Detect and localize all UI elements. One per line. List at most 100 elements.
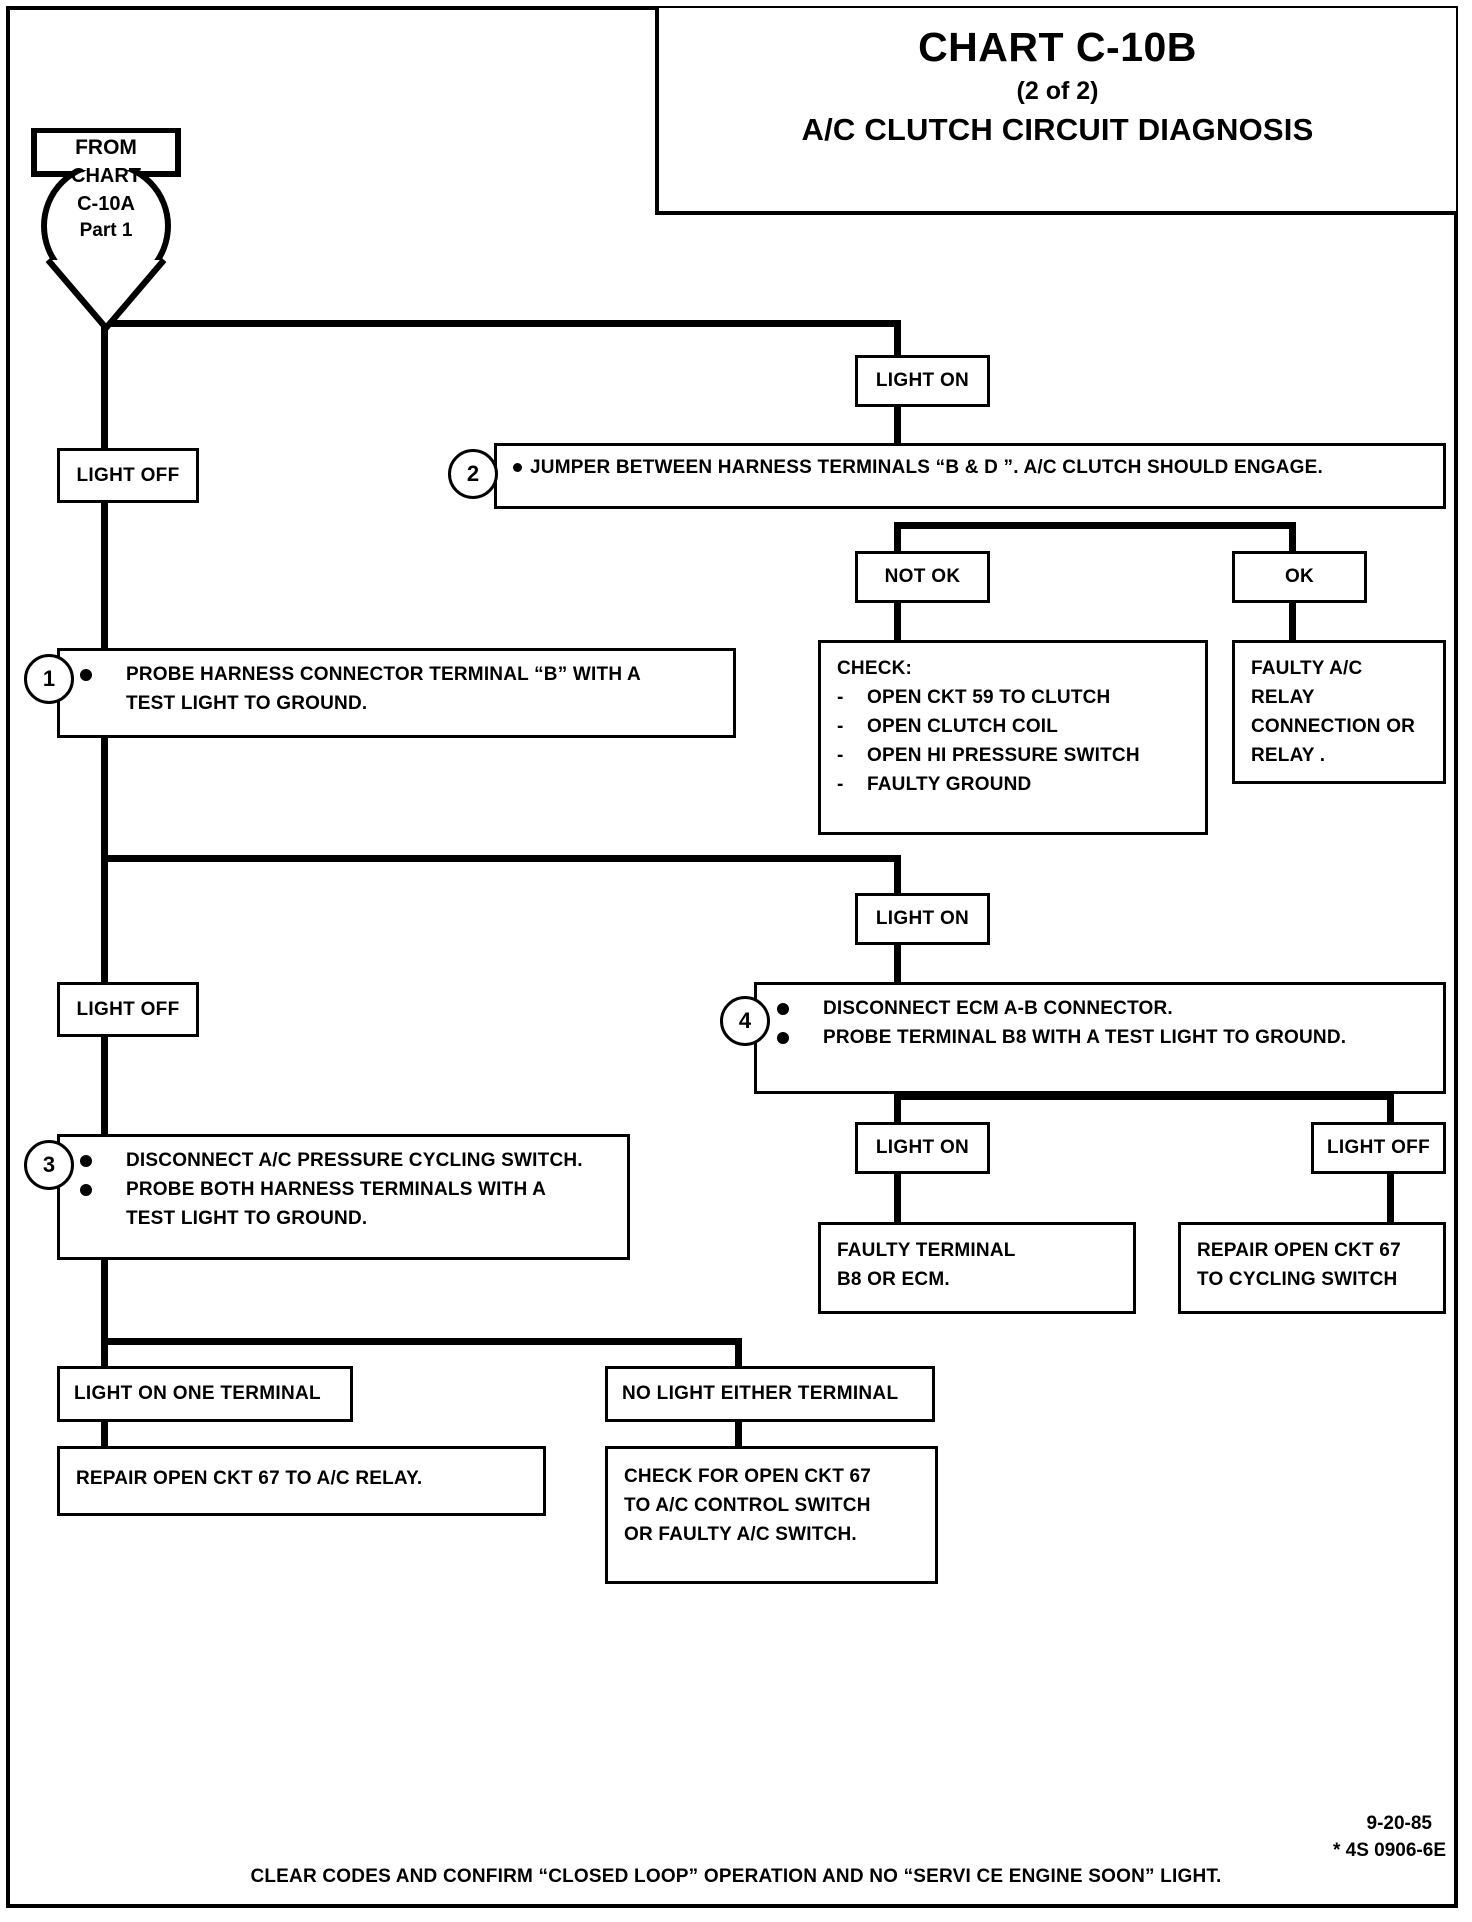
check-ckt67-box[interactable]: CHECK FOR OPEN CKT 67 TO A/C CONTROL SWI… — [605, 1446, 938, 1584]
footer-code: * 4S 0906-6E — [1332, 1840, 1446, 1861]
check-item-2: OPEN CLUTCH COIL — [867, 715, 1059, 737]
node-not-ok-label: NOT OK — [884, 566, 961, 587]
dash-icon: - — [837, 715, 844, 737]
connector-step3-branch — [101, 1338, 741, 1345]
step-2-number-label: 2 — [466, 461, 480, 486]
dash-icon: - — [837, 744, 844, 766]
step-2-number: 2 — [448, 449, 498, 499]
bullet-icon — [80, 1155, 92, 1167]
connector-not-ok-to-check — [894, 600, 901, 640]
step-4-line-1: DISCONNECT ECM A-B CONNECTOR. — [823, 998, 1173, 1019]
step-1-line-1: PROBE HARNESS CONNECTOR TERMINAL “B” WIT… — [126, 664, 641, 685]
faulty-terminal-line-1: FAULTY TERMINAL — [837, 1240, 1016, 1261]
dash-icon: - — [837, 773, 844, 795]
check-item-row: - OPEN HI PRESSURE SWITCH — [837, 742, 1191, 771]
connector-main-vertical — [101, 318, 108, 1338]
check-item-row: - FAULTY GROUND — [837, 771, 1191, 800]
connector-no-light-to-check — [735, 1420, 742, 1448]
bullet-icon — [80, 1183, 92, 1196]
step-2-instruction-box[interactable]: JUMPER BETWEEN HARNESS TERMINALS “B & D … — [494, 443, 1446, 509]
connector-step3-to-light-on-one — [101, 1338, 108, 1368]
step-3-line-1: DISCONNECT A/C PRESSURE CYCLING SWITCH. — [126, 1150, 583, 1171]
node-light-off-3[interactable]: LIGHT OFF — [1311, 1122, 1446, 1174]
step-1-line-2: TEST LIGHT TO GROUND. — [126, 692, 368, 714]
check-item-row: - OPEN CLUTCH COIL — [837, 713, 1191, 742]
connector-light-on-3-to-faulty-terminal — [894, 1172, 901, 1224]
step-2-instruction-text: JUMPER BETWEEN HARNESS TERMINALS “B & D … — [530, 457, 1323, 478]
node-no-light-either-terminal[interactable]: NO LIGHT EITHER TERMINAL — [605, 1366, 935, 1422]
step-4-bullet-row: DISCONNECT ECM A-B CONNECTOR. — [773, 995, 1429, 1024]
connector-light-on-one-to-repair — [101, 1420, 108, 1448]
relay-line-3: RELAY . — [1251, 744, 1326, 766]
node-light-on-1[interactable]: LIGHT ON — [855, 355, 990, 407]
connector-step3-to-no-light — [735, 1338, 742, 1368]
footer-note: CLEAR CODES AND CONFIRM “CLOSED LOOP” OP… — [250, 1866, 1222, 1887]
node-light-off-2-label: LIGHT OFF — [76, 998, 180, 1020]
faulty-relay-box[interactable]: FAULTY A/C RELAY CONNECTION OR RELAY . — [1232, 640, 1446, 784]
connector-light-off-3-to-repair — [1387, 1172, 1394, 1224]
relay-line-2: CONNECTION OR — [1251, 715, 1416, 737]
connector-step2-to-ok — [1289, 522, 1296, 552]
connector-to-light-on-2 — [894, 855, 901, 895]
node-light-on-1-label: LIGHT ON — [875, 370, 970, 391]
node-light-on-3-label: LIGHT ON — [875, 1137, 970, 1158]
title-block: CHART C-10B (2 of 2) A/C CLUTCH CIRCUIT … — [655, 8, 1456, 215]
connector-step4-branch — [894, 1093, 1394, 1100]
step-4-number: 4 — [720, 996, 770, 1046]
faulty-terminal-line-2: B8 OR ECM. — [837, 1268, 950, 1290]
node-light-on-2-label: LIGHT ON — [875, 908, 970, 929]
node-not-ok[interactable]: NOT OK — [855, 551, 990, 603]
connector-light-on-2-to-step4 — [894, 942, 901, 982]
dash-icon: - — [837, 686, 844, 708]
connector-step2-to-not-ok — [894, 522, 901, 552]
repair-relay-line-1: REPAIR OPEN CKT 67 TO A/C RELAY. — [76, 1468, 423, 1489]
repair-cycling-line-2: TO CYCLING SWITCH — [1197, 1268, 1398, 1290]
footer-date: 9-20-85 — [1366, 1813, 1433, 1834]
step-1-instruction-box[interactable]: PROBE HARNESS CONNECTOR TERMINAL “B” WIT… — [57, 648, 736, 738]
connector-second-horizontal — [101, 855, 901, 862]
node-light-on-2[interactable]: LIGHT ON — [855, 893, 990, 945]
step-3-instruction-box[interactable]: DISCONNECT A/C PRESSURE CYCLING SWITCH. … — [57, 1134, 630, 1260]
from-chart-connector-icon — [18, 128, 194, 333]
node-ok[interactable]: OK — [1232, 551, 1367, 603]
check-item-4: FAULTY GROUND — [867, 773, 1032, 795]
step-1-bullet-row: PROBE HARNESS CONNECTOR TERMINAL “B” WIT… — [76, 661, 719, 719]
node-no-light-either-terminal-label: NO LIGHT EITHER TERMINAL — [622, 1383, 899, 1404]
step-4-instruction-box[interactable]: DISCONNECT ECM A-B CONNECTOR. PROBE TERM… — [754, 982, 1446, 1094]
relay-line-1: FAULTY A/C RELAY — [1251, 658, 1363, 708]
connector-ok-to-relay — [1289, 600, 1296, 640]
node-light-off-1[interactable]: LIGHT OFF — [57, 448, 199, 503]
step-3-number-label: 3 — [42, 1152, 56, 1177]
step-3-line-3: TEST LIGHT TO GROUND. — [126, 1207, 368, 1229]
repair-ckt67-relay-box[interactable]: REPAIR OPEN CKT 67 TO A/C RELAY. — [57, 1446, 546, 1516]
node-light-on-one-terminal-label: LIGHT ON ONE TERMINAL — [74, 1383, 321, 1404]
node-light-on-one-terminal[interactable]: LIGHT ON ONE TERMINAL — [57, 1366, 353, 1422]
bullet-icon — [777, 1003, 789, 1015]
repair-ckt67-cycling-box[interactable]: REPAIR OPEN CKT 67 TO CYCLING SWITCH — [1178, 1222, 1446, 1314]
chart-description: A/C CLUTCH CIRCUIT DIAGNOSIS — [801, 112, 1314, 147]
repair-cycling-line-1: REPAIR OPEN CKT 67 — [1197, 1240, 1401, 1261]
node-light-off-2[interactable]: LIGHT OFF — [57, 982, 199, 1037]
node-light-off-1-label: LIGHT OFF — [76, 464, 180, 486]
step-4-line-2: PROBE TERMINAL B8 WITH A TEST LIGHT TO G… — [823, 1026, 1347, 1048]
node-light-on-3[interactable]: LIGHT ON — [855, 1122, 990, 1174]
bullet-icon — [777, 1031, 789, 1044]
bullet-icon — [513, 463, 522, 472]
check-item-3: OPEN HI PRESSURE SWITCH — [867, 744, 1140, 766]
step-2-bullet-row: JUMPER BETWEEN HARNESS TERMINALS “B & D … — [513, 454, 1429, 483]
step-1-number: 1 — [24, 654, 74, 704]
connector-light-on-1-to-step2 — [894, 404, 901, 444]
check-list-box[interactable]: CHECK: - OPEN CKT 59 TO CLUTCH - OPEN CL… — [818, 640, 1208, 835]
step-4-bullet-row: PROBE TERMINAL B8 WITH A TEST LIGHT TO G… — [773, 1024, 1429, 1053]
step-3-bullet-row: DISCONNECT A/C PRESSURE CYCLING SWITCH. — [76, 1147, 613, 1176]
step-4-number-label: 4 — [738, 1008, 752, 1033]
check-item-1: OPEN CKT 59 TO CLUTCH — [867, 686, 1111, 708]
chart-subtitle: (2 of 2) — [1016, 77, 1099, 105]
check-ckt67-line-1: CHECK FOR OPEN CKT 67 — [624, 1466, 872, 1487]
node-ok-label: OK — [1284, 566, 1315, 587]
bullet-icon — [80, 669, 92, 681]
faulty-terminal-box[interactable]: FAULTY TERMINAL B8 OR ECM. — [818, 1222, 1136, 1314]
step-3-bullet-row: PROBE BOTH HARNESS TERMINALS WITH A TEST… — [76, 1176, 613, 1234]
node-light-off-3-label: LIGHT OFF — [1327, 1137, 1430, 1158]
